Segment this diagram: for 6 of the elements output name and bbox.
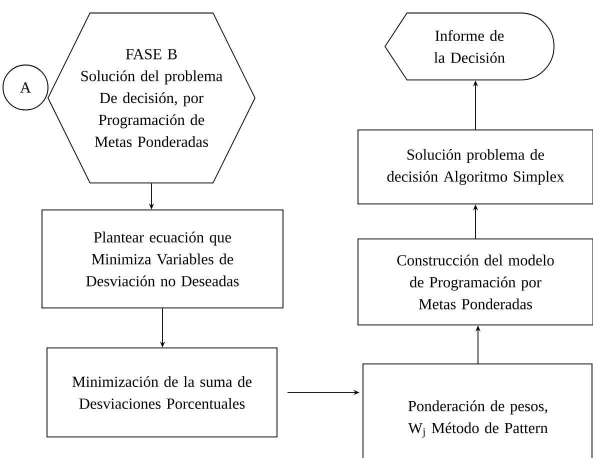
process-box: Plantear ecuación que Minimiza Variables de Desviación no Deseadas bbox=[42, 210, 284, 308]
process-box: Ponderación de pesos, W$_{j}$ Método de Pattern bbox=[362, 364, 592, 458]
preparation-hexagon: FASE B Solución del problema De decisión, por Programación de Metas Ponderadas bbox=[48, 12, 256, 184]
process-box: Minimización de la suma de Desviaciones Porcentuales bbox=[46, 348, 278, 438]
process-box: Solución problema de decisión Algoritmo Simplex bbox=[358, 130, 593, 204]
process-box: Construcción del modelo de Programación por Metas Ponderadas bbox=[358, 238, 593, 326]
